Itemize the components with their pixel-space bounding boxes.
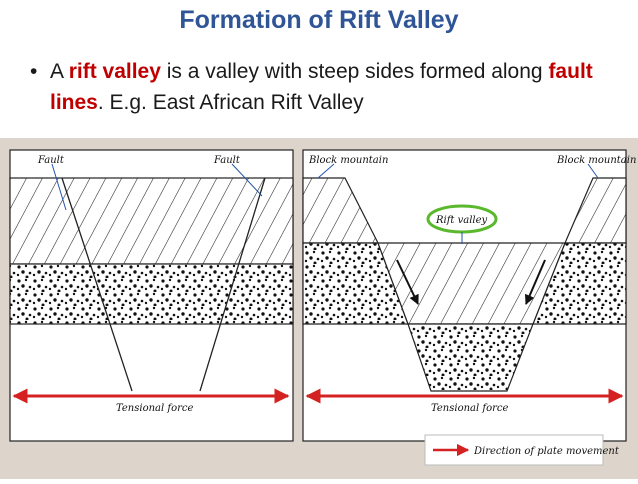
rift-valley-floor-hatch [377, 242, 566, 325]
bullet-text-part3: . E.g. East African Rift Valley [97, 91, 364, 114]
slide-title: Formation of Rift Valley [179, 6, 459, 34]
left-block-label: Block mountain [308, 155, 388, 166]
left-dotted-layer [9, 263, 294, 325]
bullet-text-part1: A [50, 60, 69, 83]
left-force-label: Tensional force [116, 403, 193, 414]
left-block-pointer [317, 163, 335, 179]
right-force-label: Tensional force [431, 403, 508, 414]
rift-valley-diagram: Fault Fault Tensional force Block mounta [0, 138, 638, 479]
left-fault-pointer-2 [231, 163, 263, 197]
left-fault-line-1 [61, 177, 133, 392]
highlight-fault-lines: fault lines [50, 60, 593, 114]
bullet-text-part2: is a valley with steep sides formed alon… [160, 60, 549, 83]
bullet-text: A rift valley is a valley with steep sid… [50, 56, 620, 118]
highlight-rift-valley: rift valley [68, 60, 161, 83]
left-fault-label-1: Fault [37, 155, 65, 166]
left-panel: Fault Fault Tensional force [9, 149, 294, 442]
legend-text: Direction of plate movement [473, 446, 620, 457]
left-fault-pointer-1 [51, 163, 67, 211]
rift-valley-label: Rift valley [435, 215, 488, 226]
downthrow-arrow-right [524, 259, 546, 305]
right-force-label-bg [427, 401, 511, 413]
right-block-pointer [587, 163, 599, 179]
bullet-point: • A rift valley is a valley with steep s… [30, 56, 620, 118]
right-block-label: Block mountain [556, 155, 636, 166]
left-hatched-layer [9, 177, 294, 265]
legend: Direction of plate movement [424, 434, 620, 466]
right-panel: Block mountain Block mountain Rift valle… [302, 149, 636, 442]
left-fault-line-2 [199, 177, 266, 392]
downthrow-arrow-left [396, 259, 419, 305]
left-fault-label-2: Fault [213, 155, 241, 166]
diagram-svg: Fault Fault Tensional force Block mounta [9, 149, 636, 466]
left-force-label-bg [112, 401, 196, 413]
bullet-marker: • [30, 60, 38, 83]
